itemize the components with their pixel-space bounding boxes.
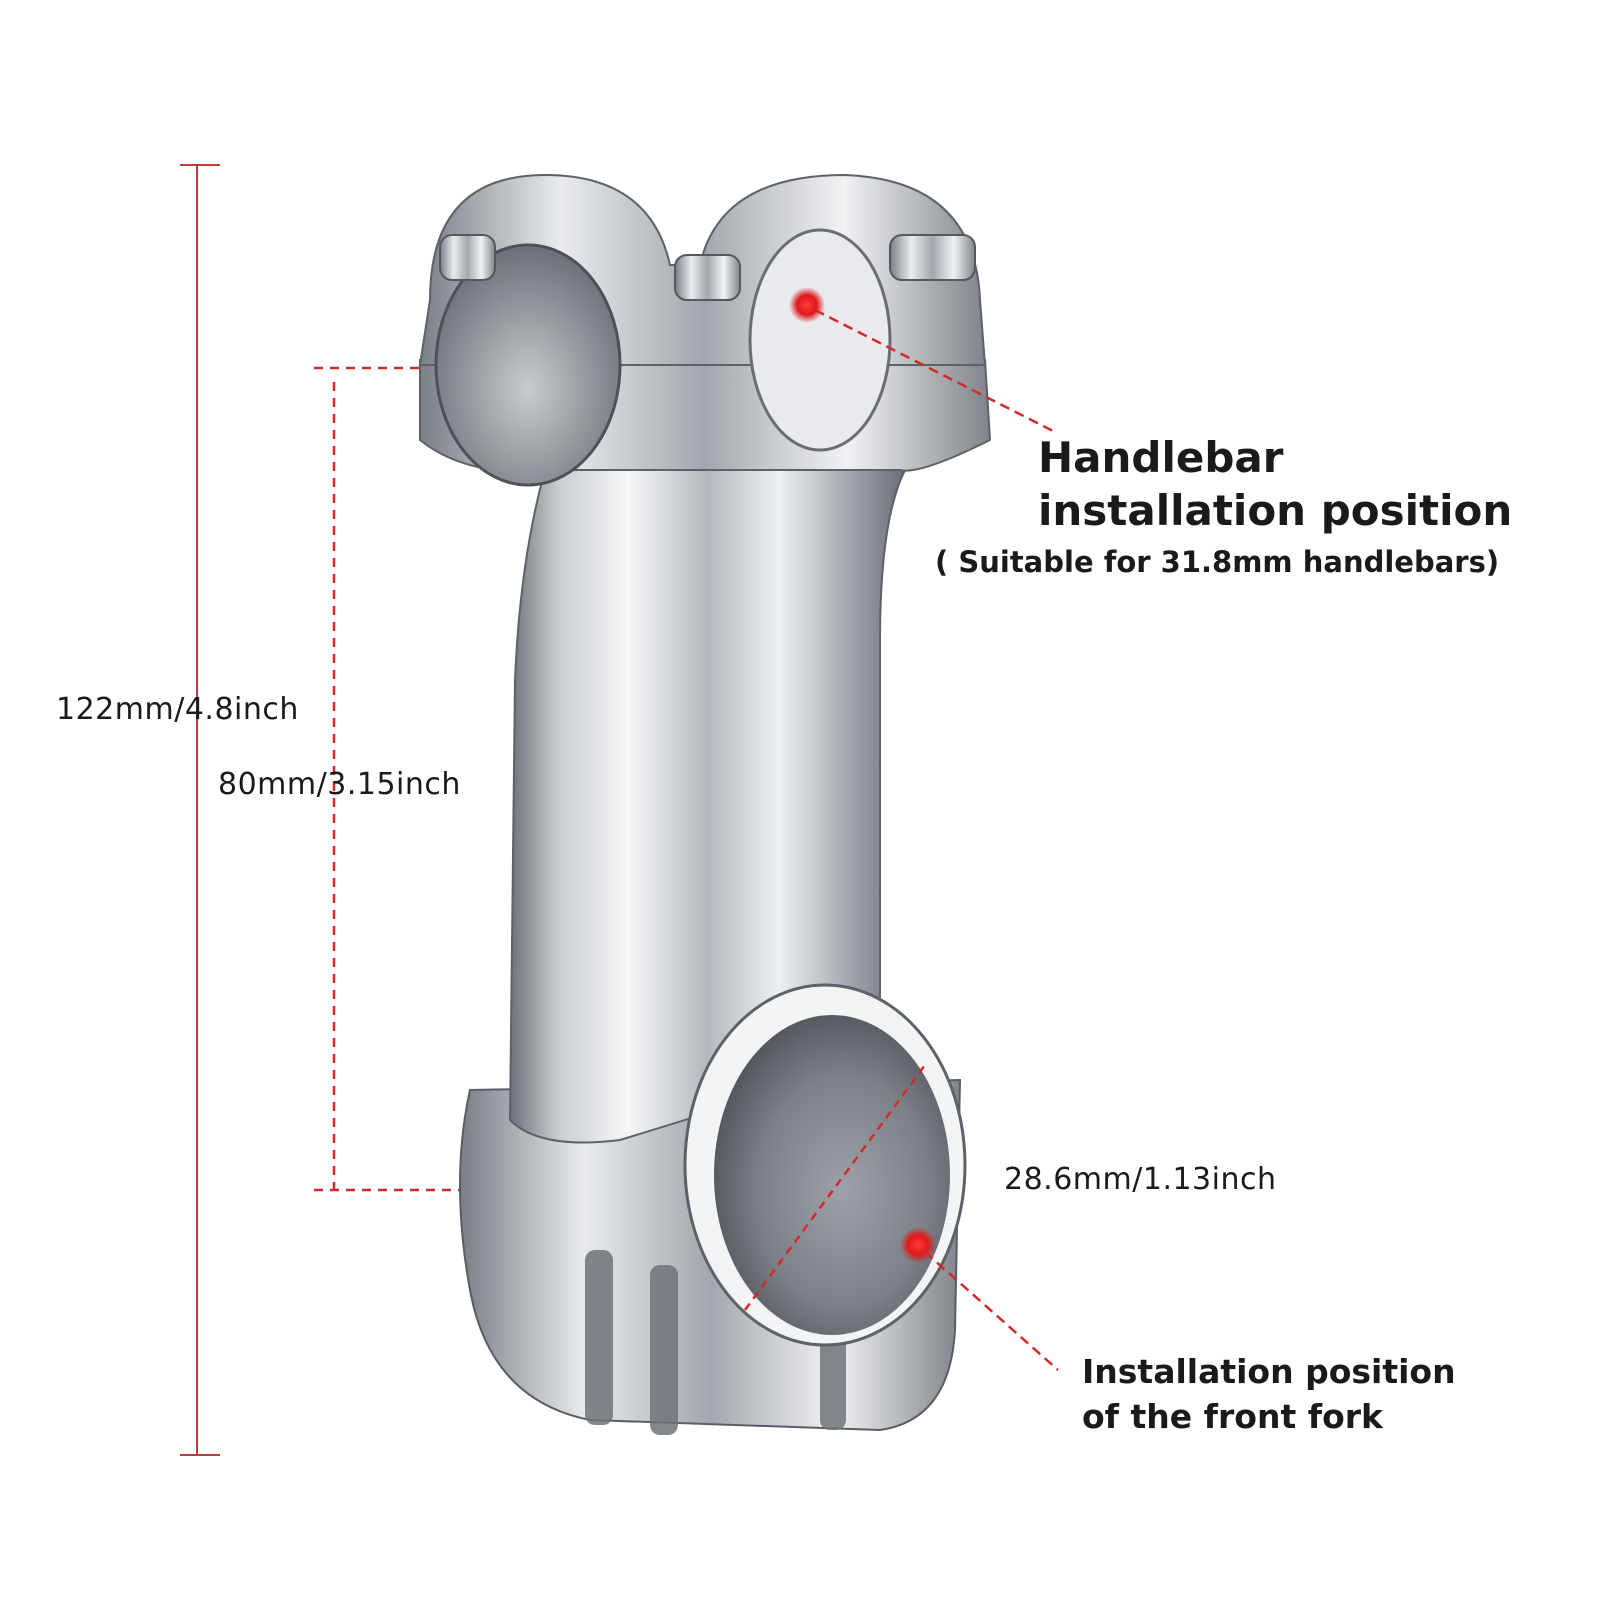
handlebar-bore-left bbox=[434, 243, 622, 487]
steerer-diameter-line bbox=[743, 1064, 927, 1311]
fork-callout: Installation position of the front fork bbox=[1082, 1350, 1456, 1439]
steerer-diameter-label: 28.6mm/1.13inch bbox=[1004, 1162, 1277, 1197]
handlebar-leader-line bbox=[814, 308, 1056, 434]
handlebar-callout-line1: Handlebar bbox=[1038, 433, 1284, 482]
handlebar-size-note: ( Suitable for 31.8mm handlebars) bbox=[935, 545, 1500, 579]
handlebar-callout-line2: installation position bbox=[1038, 485, 1513, 535]
steerer-bore bbox=[714, 1015, 950, 1335]
total-height-dimension-line bbox=[180, 164, 220, 1456]
stem-body bbox=[508, 469, 907, 1144]
fork-leader-line bbox=[924, 1251, 1059, 1371]
handlebar-callout-title: Handlebar installation position bbox=[1038, 432, 1512, 537]
handlebar-marker-dot bbox=[789, 287, 825, 323]
faceplate-bolts bbox=[439, 234, 976, 301]
handlebar-bore-right bbox=[748, 228, 892, 452]
fork-callout-line2: of the front fork bbox=[1082, 1396, 1383, 1436]
fork-callout-line1: Installation position bbox=[1082, 1352, 1456, 1391]
total-height-label: 122mm/4.8inch bbox=[56, 692, 299, 727]
center-to-center-label: 80mm/3.15inch bbox=[218, 767, 461, 802]
